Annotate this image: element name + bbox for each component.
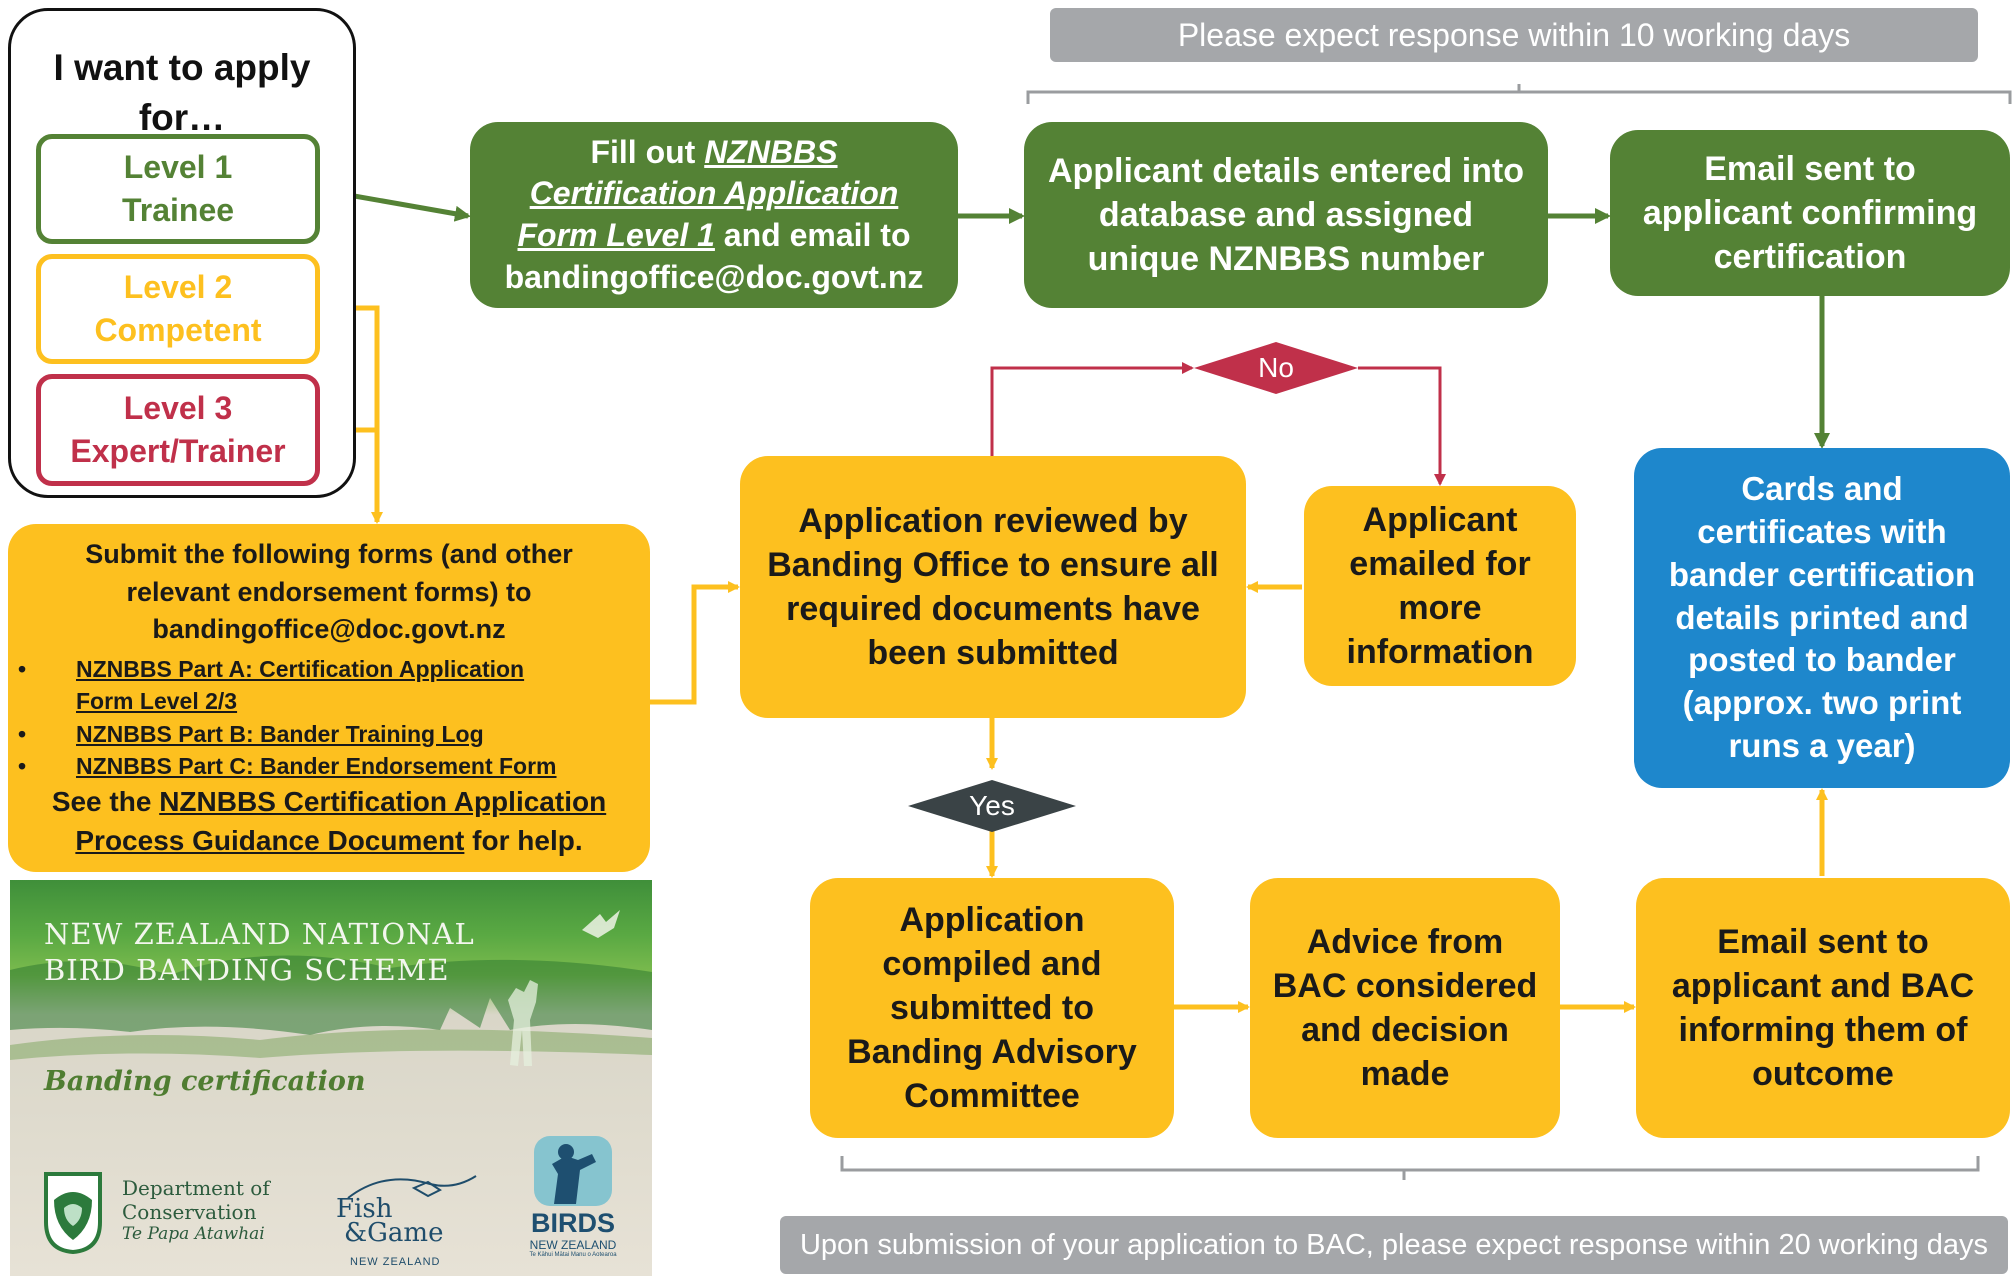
banding-office-email: bandingoffice@doc.govt.nz <box>504 258 924 295</box>
decision-yes-label: Yes <box>969 790 1015 821</box>
application-compiled-box: Application compiled and submitted to Ba… <box>810 878 1174 1138</box>
level-1-option[interactable]: Level 1 Trainee <box>36 134 320 244</box>
banner-title: NEW ZEALAND NATIONAL BIRD BANDING SCHEME <box>44 917 475 988</box>
bird-silhouette <box>582 910 620 938</box>
no-diamond <box>1194 342 1358 394</box>
doc-logo-icon <box>44 1172 102 1254</box>
fish-game-hook-icon <box>347 1175 477 1199</box>
level-2-option[interactable]: Level 2 Competent <box>36 254 320 364</box>
guidance-doc-link-line2[interactable]: Process Guidance Document <box>75 825 465 857</box>
apply-for-title: I want to apply for… <box>53 47 311 138</box>
form-level1-link-line3[interactable]: Form Level 1 <box>517 217 715 253</box>
outcome-email-box: Email sent to applicant and BAC informin… <box>1636 878 2010 1138</box>
birds-nz-emblem-icon <box>534 1136 612 1206</box>
cards-certificates-box: Cards and certificates with bander certi… <box>1634 448 2010 788</box>
top-brace <box>1026 84 2012 104</box>
banding-scheme-banner-image: NEW ZEALAND NATIONAL BIRD BANDING SCHEME… <box>10 880 652 1276</box>
submit-forms-box: Submit the following forms (and other re… <box>8 524 650 872</box>
level-3-option[interactable]: Level 3 Expert/Trainer <box>36 374 320 486</box>
required-forms-list: NZNBBS Part A: Certification Application… <box>8 653 650 782</box>
form-part-c-link[interactable]: NZNBBS Part C: Bander Endorsement Form <box>18 750 650 782</box>
guidance-doc-link[interactable]: NZNBBS Certification Application <box>159 785 607 817</box>
form-level1-link[interactable]: NZNBBS <box>704 133 838 170</box>
form-level1-link-line2[interactable]: Certification Application <box>529 175 899 212</box>
arrow-no-to-info <box>1358 366 1446 486</box>
yes-diamond <box>908 780 1076 832</box>
top-timeline-banner: Please expect response within 10 working… <box>1050 8 1978 62</box>
more-info-box: Applicant emailed for more information <box>1304 486 1576 686</box>
application-reviewed-box: Application reviewed by Banding Office t… <box>740 456 1246 718</box>
bottom-brace <box>840 1156 1980 1180</box>
arrow-review-to-no <box>990 362 1194 456</box>
doc-logo-text: Department of Conservation Te Papa Atawh… <box>122 1176 270 1244</box>
form-part-a-link[interactable]: NZNBBS Part A: Certification Application… <box>18 653 650 717</box>
details-entered-box: Applicant details entered into database … <box>1024 122 1548 308</box>
decision-no-label: No <box>1258 352 1294 383</box>
form-part-b-link[interactable]: NZNBBS Part B: Bander Training Log <box>18 718 650 750</box>
bac-advice-box: Advice from BAC considered and decision … <box>1250 878 1560 1138</box>
grass-silhouette <box>10 910 652 1066</box>
bottom-timeline-banner: Upon submission of your application to B… <box>780 1216 2008 1274</box>
birds-nz-logo: BIRDS NEW ZEALAND Te Kāhui Mātai Manu o … <box>518 1134 628 1264</box>
email-confirm-box: Email sent to applicant confirming certi… <box>1610 130 2010 296</box>
arrow-submit-to-review <box>650 581 740 705</box>
person-silhouette <box>508 980 538 1066</box>
banner-subtitle: Banding certification <box>44 1066 366 1097</box>
fill-out-form-box: Fill out NZNBBS Certification Applicatio… <box>470 122 958 308</box>
